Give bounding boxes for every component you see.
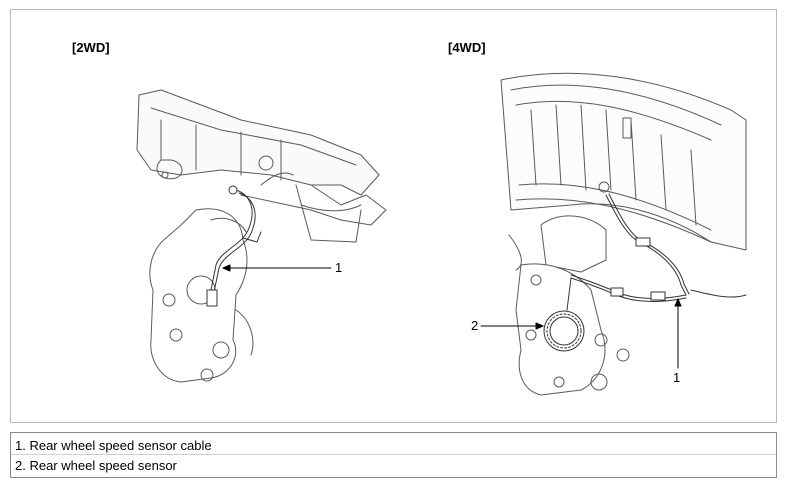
sensor-cable-4wd xyxy=(566,193,747,311)
callout-4wd-2: 2 xyxy=(471,318,479,333)
callout-2wd-1: 1 xyxy=(335,260,343,275)
figure-frame: [2WD] [4WD] xyxy=(10,9,777,423)
knuckle-2wd xyxy=(149,208,254,383)
sensor-cable-2wd xyxy=(206,185,262,307)
legend-item-speed-sensor: 2. Rear wheel speed sensor xyxy=(15,458,177,473)
legend-item-sensor-cable: 1. Rear wheel speed sensor cable xyxy=(15,438,212,453)
diagram-4wd-illustration xyxy=(480,72,747,396)
wheel-housing-4wd xyxy=(500,72,747,251)
panel-title-2wd: [2WD] xyxy=(72,40,110,55)
diagram-2wd-illustration xyxy=(136,89,387,383)
panel-title-4wd: [4WD] xyxy=(448,40,486,55)
brake-caliper-4wd xyxy=(508,215,607,273)
legend-table: 1. Rear wheel speed sensor cable 2. Rear… xyxy=(10,432,777,478)
callout-4wd-1: 1 xyxy=(673,370,681,385)
legend-divider xyxy=(11,454,776,455)
subframe-2wd xyxy=(136,89,387,243)
speed-sensor-ring-4wd xyxy=(543,310,585,352)
